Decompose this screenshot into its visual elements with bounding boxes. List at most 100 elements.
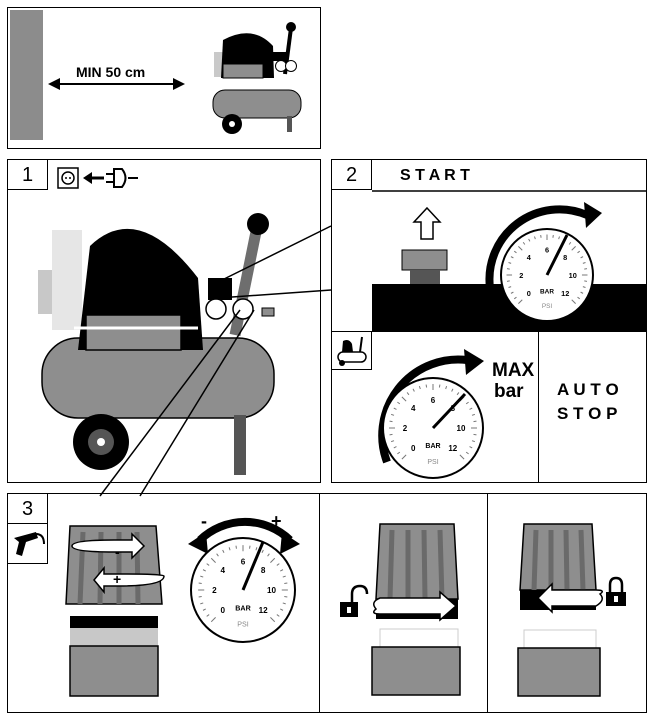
gauge-tick-mark xyxy=(202,608,206,611)
gauge-tick-label: 10 xyxy=(569,271,577,280)
gauge-psi-unit: PSI xyxy=(542,303,553,310)
gauge-tick-mark xyxy=(401,396,407,402)
gauge-tick-label: 4 xyxy=(527,253,532,262)
step-3-panel: 3 - + - + xyxy=(7,493,321,713)
gauge-tick-mark xyxy=(451,388,454,392)
gauge-tick-label: 6 xyxy=(431,396,436,405)
gauge-tick-label: 12 xyxy=(448,444,457,453)
gauge-tick-mark xyxy=(397,401,401,405)
auto-label: A U T O xyxy=(557,380,619,399)
gauge-tick-mark xyxy=(580,256,584,259)
gauge-tick-label: 2 xyxy=(212,586,217,595)
gauge-tick-label: 10 xyxy=(267,586,277,595)
gauge-psi-unit: PSI xyxy=(427,459,438,466)
gauge-tick-label: 12 xyxy=(561,289,569,298)
regulator-knob-lock xyxy=(517,523,601,697)
distance-arrow xyxy=(48,78,185,90)
step-2-number: 2 xyxy=(332,160,372,190)
gauge-tick-mark xyxy=(282,575,286,578)
distance-panel: MIN 50 cm xyxy=(7,7,321,149)
gauge-tick-label: 8 xyxy=(563,253,567,262)
gauge-tick-mark xyxy=(510,256,514,259)
compressor-large xyxy=(38,213,275,475)
gauge-tick-mark xyxy=(469,407,473,410)
socket-icon xyxy=(57,167,79,189)
pull-arrow-icon xyxy=(373,590,458,622)
gauge-bar-unit: BAR xyxy=(235,604,250,612)
compressor-small xyxy=(212,22,302,134)
gauge-tick-mark xyxy=(465,401,469,405)
gauge-tick-mark xyxy=(200,602,204,605)
compressor-icon xyxy=(337,336,367,366)
gauge-tick-label: 6 xyxy=(545,245,549,254)
gauge-tick-mark xyxy=(276,563,280,566)
gauge-tick-mark xyxy=(210,557,216,563)
rotate-arrow-icon xyxy=(378,349,484,464)
gauge-tick-mark xyxy=(200,575,204,578)
gauge-tick-mark xyxy=(397,451,401,455)
air-gun-icon-box xyxy=(8,524,48,564)
gauge-tick-label: 8 xyxy=(261,566,266,575)
gauge-tick-mark xyxy=(510,291,514,294)
gauge-tick-label: 0 xyxy=(221,606,226,615)
gauge-tick-mark xyxy=(270,557,276,563)
gauge-tick-mark xyxy=(255,547,258,551)
gauge-tick-mark xyxy=(222,549,225,553)
decrease-sign: - xyxy=(201,511,207,531)
increase-sign: + xyxy=(271,511,282,531)
gauge-tick-mark xyxy=(206,614,210,617)
gauge-tick-label: 6 xyxy=(241,557,246,566)
gauge-tick-mark xyxy=(276,614,280,617)
gauge-tick-mark xyxy=(518,299,523,304)
gauge-tick-label: 12 xyxy=(259,606,269,615)
gauge-tick-label: 0 xyxy=(527,289,531,298)
gauge-tick-mark xyxy=(534,236,536,240)
gauge-tick-mark xyxy=(471,413,476,416)
distance-label: MIN 50 cm xyxy=(76,64,146,80)
unlock-icon xyxy=(340,584,369,617)
gauge-tick-mark xyxy=(577,250,581,254)
turn-left-arrow-icon xyxy=(71,532,146,560)
compressor-icon-box xyxy=(332,332,372,370)
gauge-bar-unit: BAR xyxy=(425,443,440,450)
gauge-tick-mark xyxy=(518,246,523,251)
gauge-tick-mark xyxy=(228,547,231,551)
gauge-tick-label: 0 xyxy=(411,444,416,453)
step-1-number: 1 xyxy=(8,160,48,190)
gauge-tick-mark xyxy=(406,392,410,396)
gauge-tick-mark xyxy=(469,446,473,449)
gauge-tick-mark xyxy=(206,563,210,566)
gauge-tick-mark xyxy=(522,241,526,245)
gauge-tick-mark xyxy=(513,250,517,254)
gauge-tick-mark xyxy=(471,440,476,443)
gauge-tick-mark xyxy=(528,238,531,242)
gauge-tick-mark xyxy=(390,413,395,416)
gauge-tick-mark xyxy=(508,286,512,288)
gauge-tick-mark xyxy=(280,608,284,611)
air-gun-icon xyxy=(14,532,45,556)
gauge-tick-label: 10 xyxy=(457,424,466,433)
gauge-tick-mark xyxy=(577,296,581,300)
gauge-tick-mark xyxy=(459,454,465,460)
gauge-tick-mark xyxy=(568,241,572,245)
gauge-tick-mark xyxy=(513,296,517,300)
max-label: MAX xyxy=(492,360,535,381)
gauge-tick-mark xyxy=(270,617,276,623)
gauge-tick-mark xyxy=(210,617,216,623)
gauge-tick-mark xyxy=(261,549,264,553)
plus-sign: + xyxy=(113,571,122,587)
unplug-arrow-icon xyxy=(83,172,104,184)
gauge-tick-mark xyxy=(393,446,397,449)
up-arrow-icon xyxy=(412,206,442,240)
double-arrow-icon xyxy=(188,517,300,554)
minus-sign: - xyxy=(115,544,120,560)
gauge-tick-mark xyxy=(465,451,469,455)
gauge-tick-mark xyxy=(571,299,576,304)
gauge-tick-mark xyxy=(202,569,206,572)
gauge-tick-mark xyxy=(582,286,586,288)
